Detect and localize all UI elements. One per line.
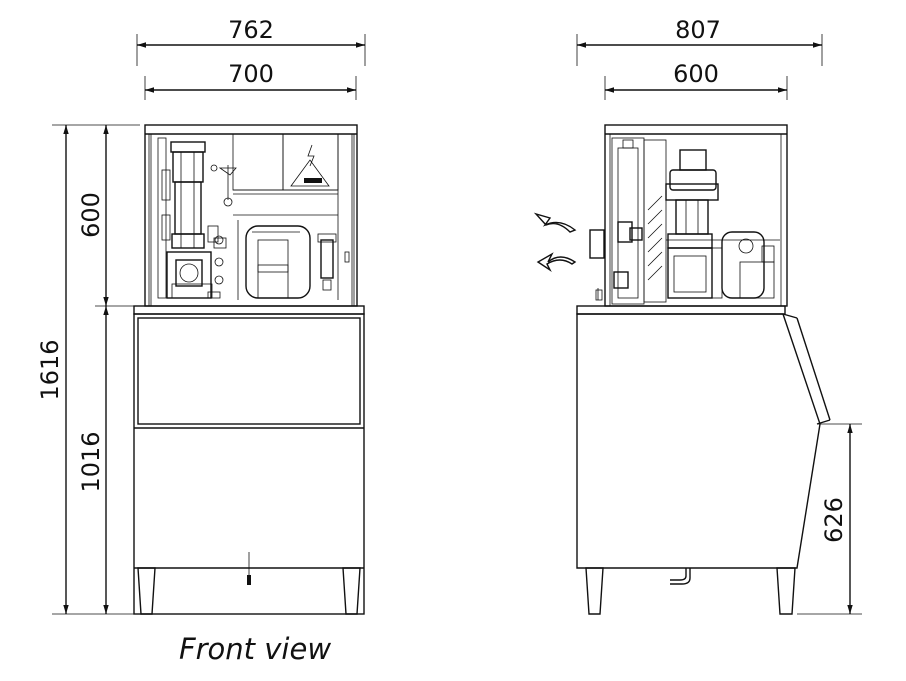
side-view [533, 124, 831, 615]
dim-side-overall-depth: 807 [675, 16, 721, 44]
dim-side-cabinet-depth: 600 [673, 60, 719, 88]
dim-bin-height: 1016 [77, 431, 105, 492]
dim-front-cabinet-width: 700 [228, 60, 274, 88]
dim-overall-height: 1616 [36, 339, 64, 400]
dim-door-height: 626 [820, 497, 848, 543]
airflow-arrow-icon [533, 212, 577, 273]
dim-front-overall-width: 762 [228, 16, 274, 44]
high-voltage-warning-icon [290, 144, 330, 187]
dimension-lines [52, 34, 862, 615]
front-view [133, 124, 365, 615]
front-view-caption: Front view [178, 632, 332, 666]
dim-head-height: 600 [77, 192, 105, 238]
